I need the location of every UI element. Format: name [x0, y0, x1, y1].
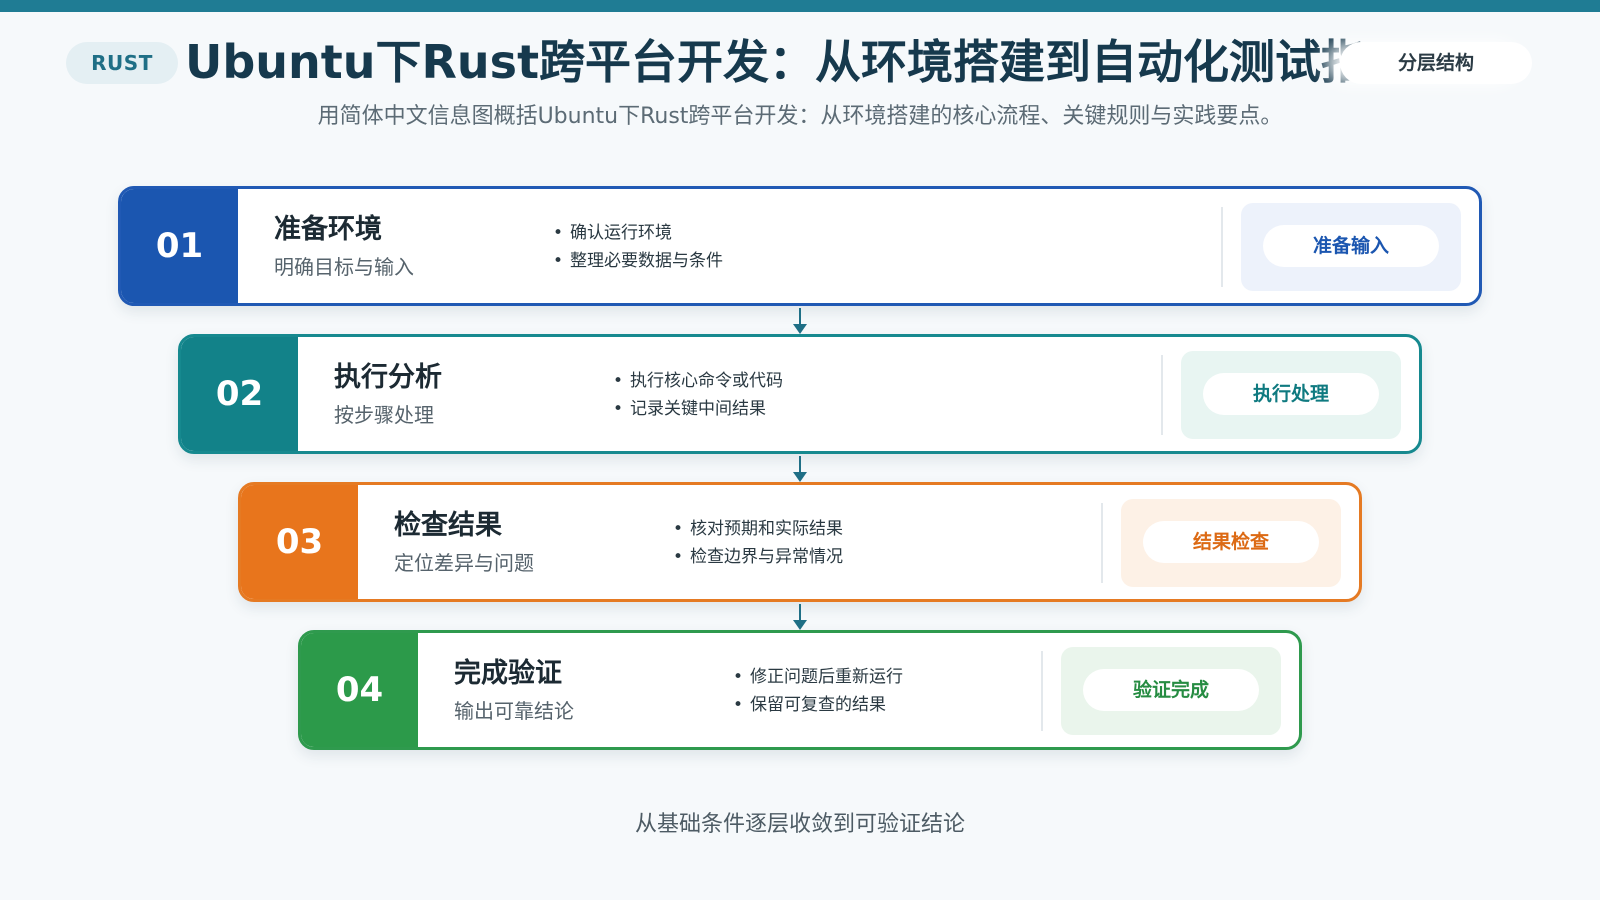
- step-tag-panel: 验证完成: [1061, 647, 1281, 735]
- step-subtitle: 明确目标与输入: [274, 255, 414, 279]
- step-bullet-list: 执行核心命令或代码 记录关键中间结果: [613, 367, 783, 423]
- step-number: 03: [241, 485, 358, 599]
- step-title: 完成验证: [454, 658, 562, 689]
- step-divider: [1161, 355, 1163, 435]
- page-title: Ubuntu下Rust跨平台开发：从环境搭建到自动化测试指南: [185, 35, 1385, 89]
- page-subtitle: 用简体中文信息图概括Ubuntu下Rust跨平台开发：从环境搭建的核心流程、关键…: [317, 104, 1283, 129]
- step-bullet: 核对预期和实际结果: [673, 515, 843, 543]
- step-tag-panel: 准备输入: [1241, 203, 1461, 291]
- step-title: 检查结果: [394, 510, 502, 541]
- step-title: 准备环境: [274, 214, 382, 245]
- step-subtitle: 按步骤处理: [334, 403, 434, 427]
- step-bullet: 保留可复查的结果: [733, 691, 903, 719]
- step-bullet: 执行核心命令或代码: [613, 367, 783, 395]
- step-tag: 执行处理: [1203, 373, 1379, 415]
- step-divider: [1041, 651, 1043, 731]
- step-bullet: 记录关键中间结果: [613, 395, 783, 423]
- step-number: 01: [121, 189, 238, 303]
- step-number: 02: [181, 337, 298, 451]
- step-tag-panel: 执行处理: [1181, 351, 1401, 439]
- step-bullet: 确认运行环境: [553, 219, 723, 247]
- step-subtitle: 定位差异与问题: [394, 551, 534, 575]
- step-card-03: 03 检查结果 定位差异与问题 核对预期和实际结果 检查边界与异常情况 结果检查: [238, 482, 1362, 602]
- footer-caption: 从基础条件逐层收敛到可验证结论: [634, 812, 965, 837]
- rust-badge: RUST: [66, 42, 178, 84]
- step-bullet: 整理必要数据与条件: [553, 247, 723, 275]
- step-divider: [1221, 207, 1223, 287]
- step-card-02: 02 执行分析 按步骤处理 执行核心命令或代码 记录关键中间结果 执行处理: [178, 334, 1422, 454]
- top-accent-bar: [0, 0, 1600, 12]
- step-subtitle: 输出可靠结论: [454, 699, 574, 723]
- step-card-01: 01 准备环境 明确目标与输入 确认运行环境 整理必要数据与条件 准备输入: [118, 186, 1482, 306]
- step-bullet-list: 确认运行环境 整理必要数据与条件: [553, 219, 723, 275]
- step-bullet: 检查边界与异常情况: [673, 543, 843, 571]
- step-divider: [1101, 503, 1103, 583]
- down-arrow-icon: [793, 308, 807, 336]
- step-number: 04: [301, 633, 418, 747]
- layer-structure-badge: 分层结构: [1340, 42, 1532, 84]
- step-card-04: 04 完成验证 输出可靠结论 修正问题后重新运行 保留可复查的结果 验证完成: [298, 630, 1302, 750]
- step-bullet: 修正问题后重新运行: [733, 663, 903, 691]
- step-tag: 准备输入: [1263, 225, 1439, 267]
- step-bullet-list: 核对预期和实际结果 检查边界与异常情况: [673, 515, 843, 571]
- down-arrow-icon: [793, 604, 807, 632]
- down-arrow-icon: [793, 456, 807, 484]
- step-bullet-list: 修正问题后重新运行 保留可复查的结果: [733, 663, 903, 719]
- step-tag-panel: 结果检查: [1121, 499, 1341, 587]
- step-tag: 验证完成: [1083, 669, 1259, 711]
- step-tag: 结果检查: [1143, 521, 1319, 563]
- step-title: 执行分析: [334, 362, 442, 393]
